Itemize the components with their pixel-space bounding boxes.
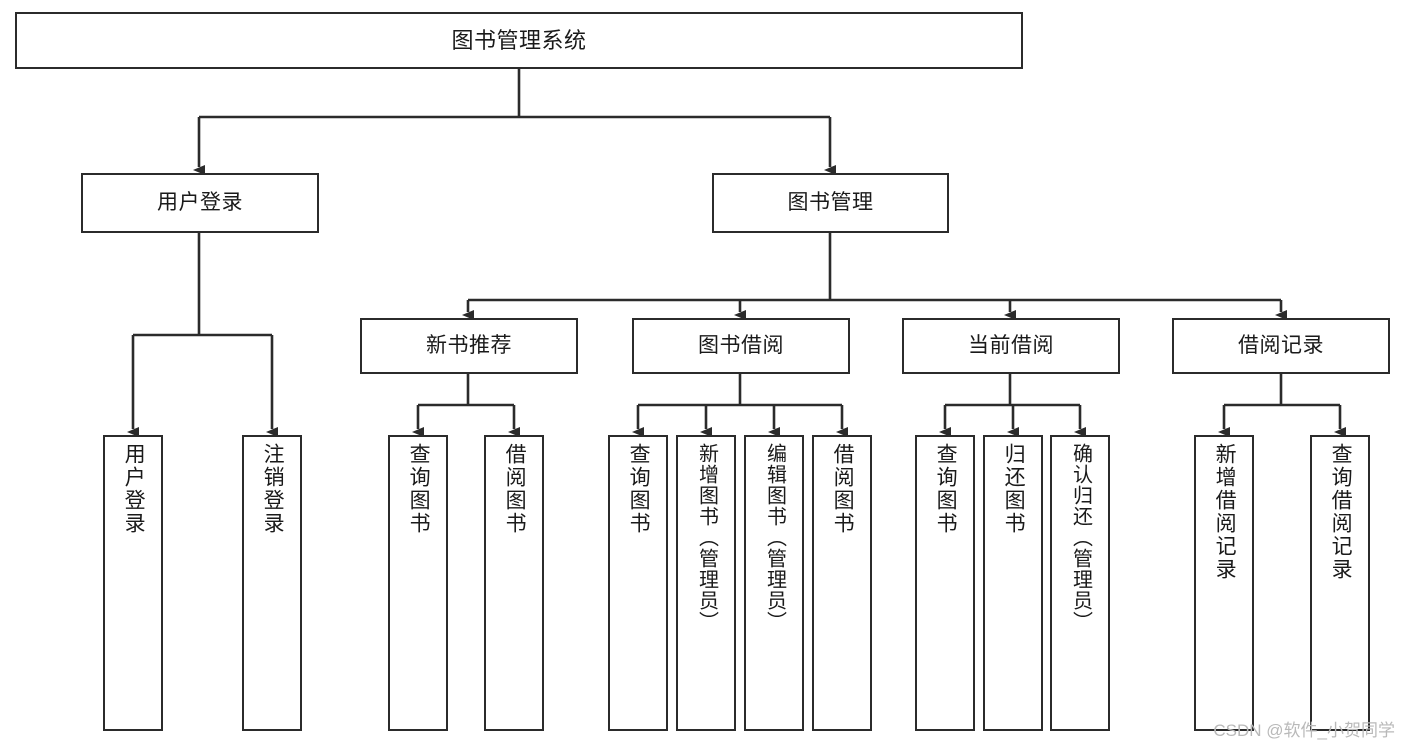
node-leaf-query-book-rec-label: 查询图书 — [407, 443, 431, 535]
node-leaf-add-book-admin[interactable]: 新增图书（管理员） — [676, 435, 736, 731]
node-book-borrow[interactable]: 图书借阅 — [632, 318, 850, 374]
node-user-login[interactable]: 用户登录 — [81, 173, 319, 233]
node-leaf-user-logout-label: 注销登录 — [261, 443, 285, 535]
node-leaf-user-logout[interactable]: 注销登录 — [242, 435, 302, 731]
node-user-login-label: 用户登录 — [157, 190, 243, 214]
node-leaf-confirm-return-admin[interactable]: 确认归还（管理员） — [1050, 435, 1110, 731]
node-leaf-borrow-book-label: 借阅图书 — [831, 443, 855, 535]
node-new-book-recommend[interactable]: 新书推荐 — [360, 318, 578, 374]
node-leaf-borrow-book-rec[interactable]: 借阅图书 — [484, 435, 544, 731]
node-leaf-query-book-borrow[interactable]: 查询图书 — [608, 435, 668, 731]
node-borrow-record-label: 借阅记录 — [1238, 333, 1324, 357]
node-leaf-user-login-label: 用户登录 — [122, 443, 146, 535]
node-leaf-query-book-current[interactable]: 查询图书 — [915, 435, 975, 731]
node-leaf-edit-book-admin-label: 编辑图书（管理员） — [763, 443, 786, 632]
node-leaf-add-book-admin-label: 新增图书（管理员） — [695, 443, 718, 632]
node-current-borrow-label: 当前借阅 — [968, 333, 1054, 357]
node-new-book-recommend-label: 新书推荐 — [426, 333, 512, 357]
node-leaf-borrow-book[interactable]: 借阅图书 — [812, 435, 872, 731]
node-leaf-user-login[interactable]: 用户登录 — [103, 435, 163, 731]
node-leaf-return-book[interactable]: 归还图书 — [983, 435, 1043, 731]
node-leaf-edit-book-admin[interactable]: 编辑图书（管理员） — [744, 435, 804, 731]
node-leaf-confirm-return-admin-label: 确认归还（管理员） — [1069, 443, 1092, 632]
node-leaf-query-borrow-record-label: 查询借阅记录 — [1329, 443, 1353, 581]
node-current-borrow[interactable]: 当前借阅 — [902, 318, 1120, 374]
node-root-label: 图书管理系统 — [451, 27, 587, 53]
node-leaf-return-book-label: 归还图书 — [1002, 443, 1026, 535]
node-book-borrow-label: 图书借阅 — [698, 333, 784, 357]
node-root[interactable]: 图书管理系统 — [15, 12, 1023, 69]
node-leaf-borrow-book-rec-label: 借阅图书 — [503, 443, 527, 535]
node-leaf-query-book-current-label: 查询图书 — [934, 443, 958, 535]
node-book-management-label: 图书管理 — [787, 190, 874, 214]
node-book-management[interactable]: 图书管理 — [712, 173, 949, 233]
node-leaf-add-borrow-record[interactable]: 新增借阅记录 — [1194, 435, 1254, 731]
node-leaf-query-book-rec[interactable]: 查询图书 — [388, 435, 448, 731]
node-leaf-query-borrow-record[interactable]: 查询借阅记录 — [1310, 435, 1370, 731]
node-borrow-record[interactable]: 借阅记录 — [1172, 318, 1390, 374]
node-leaf-query-book-borrow-label: 查询图书 — [627, 443, 651, 535]
watermark: CSDN @软件_小贺同学 — [1213, 721, 1395, 740]
node-leaf-add-borrow-record-label: 新增借阅记录 — [1213, 443, 1237, 581]
